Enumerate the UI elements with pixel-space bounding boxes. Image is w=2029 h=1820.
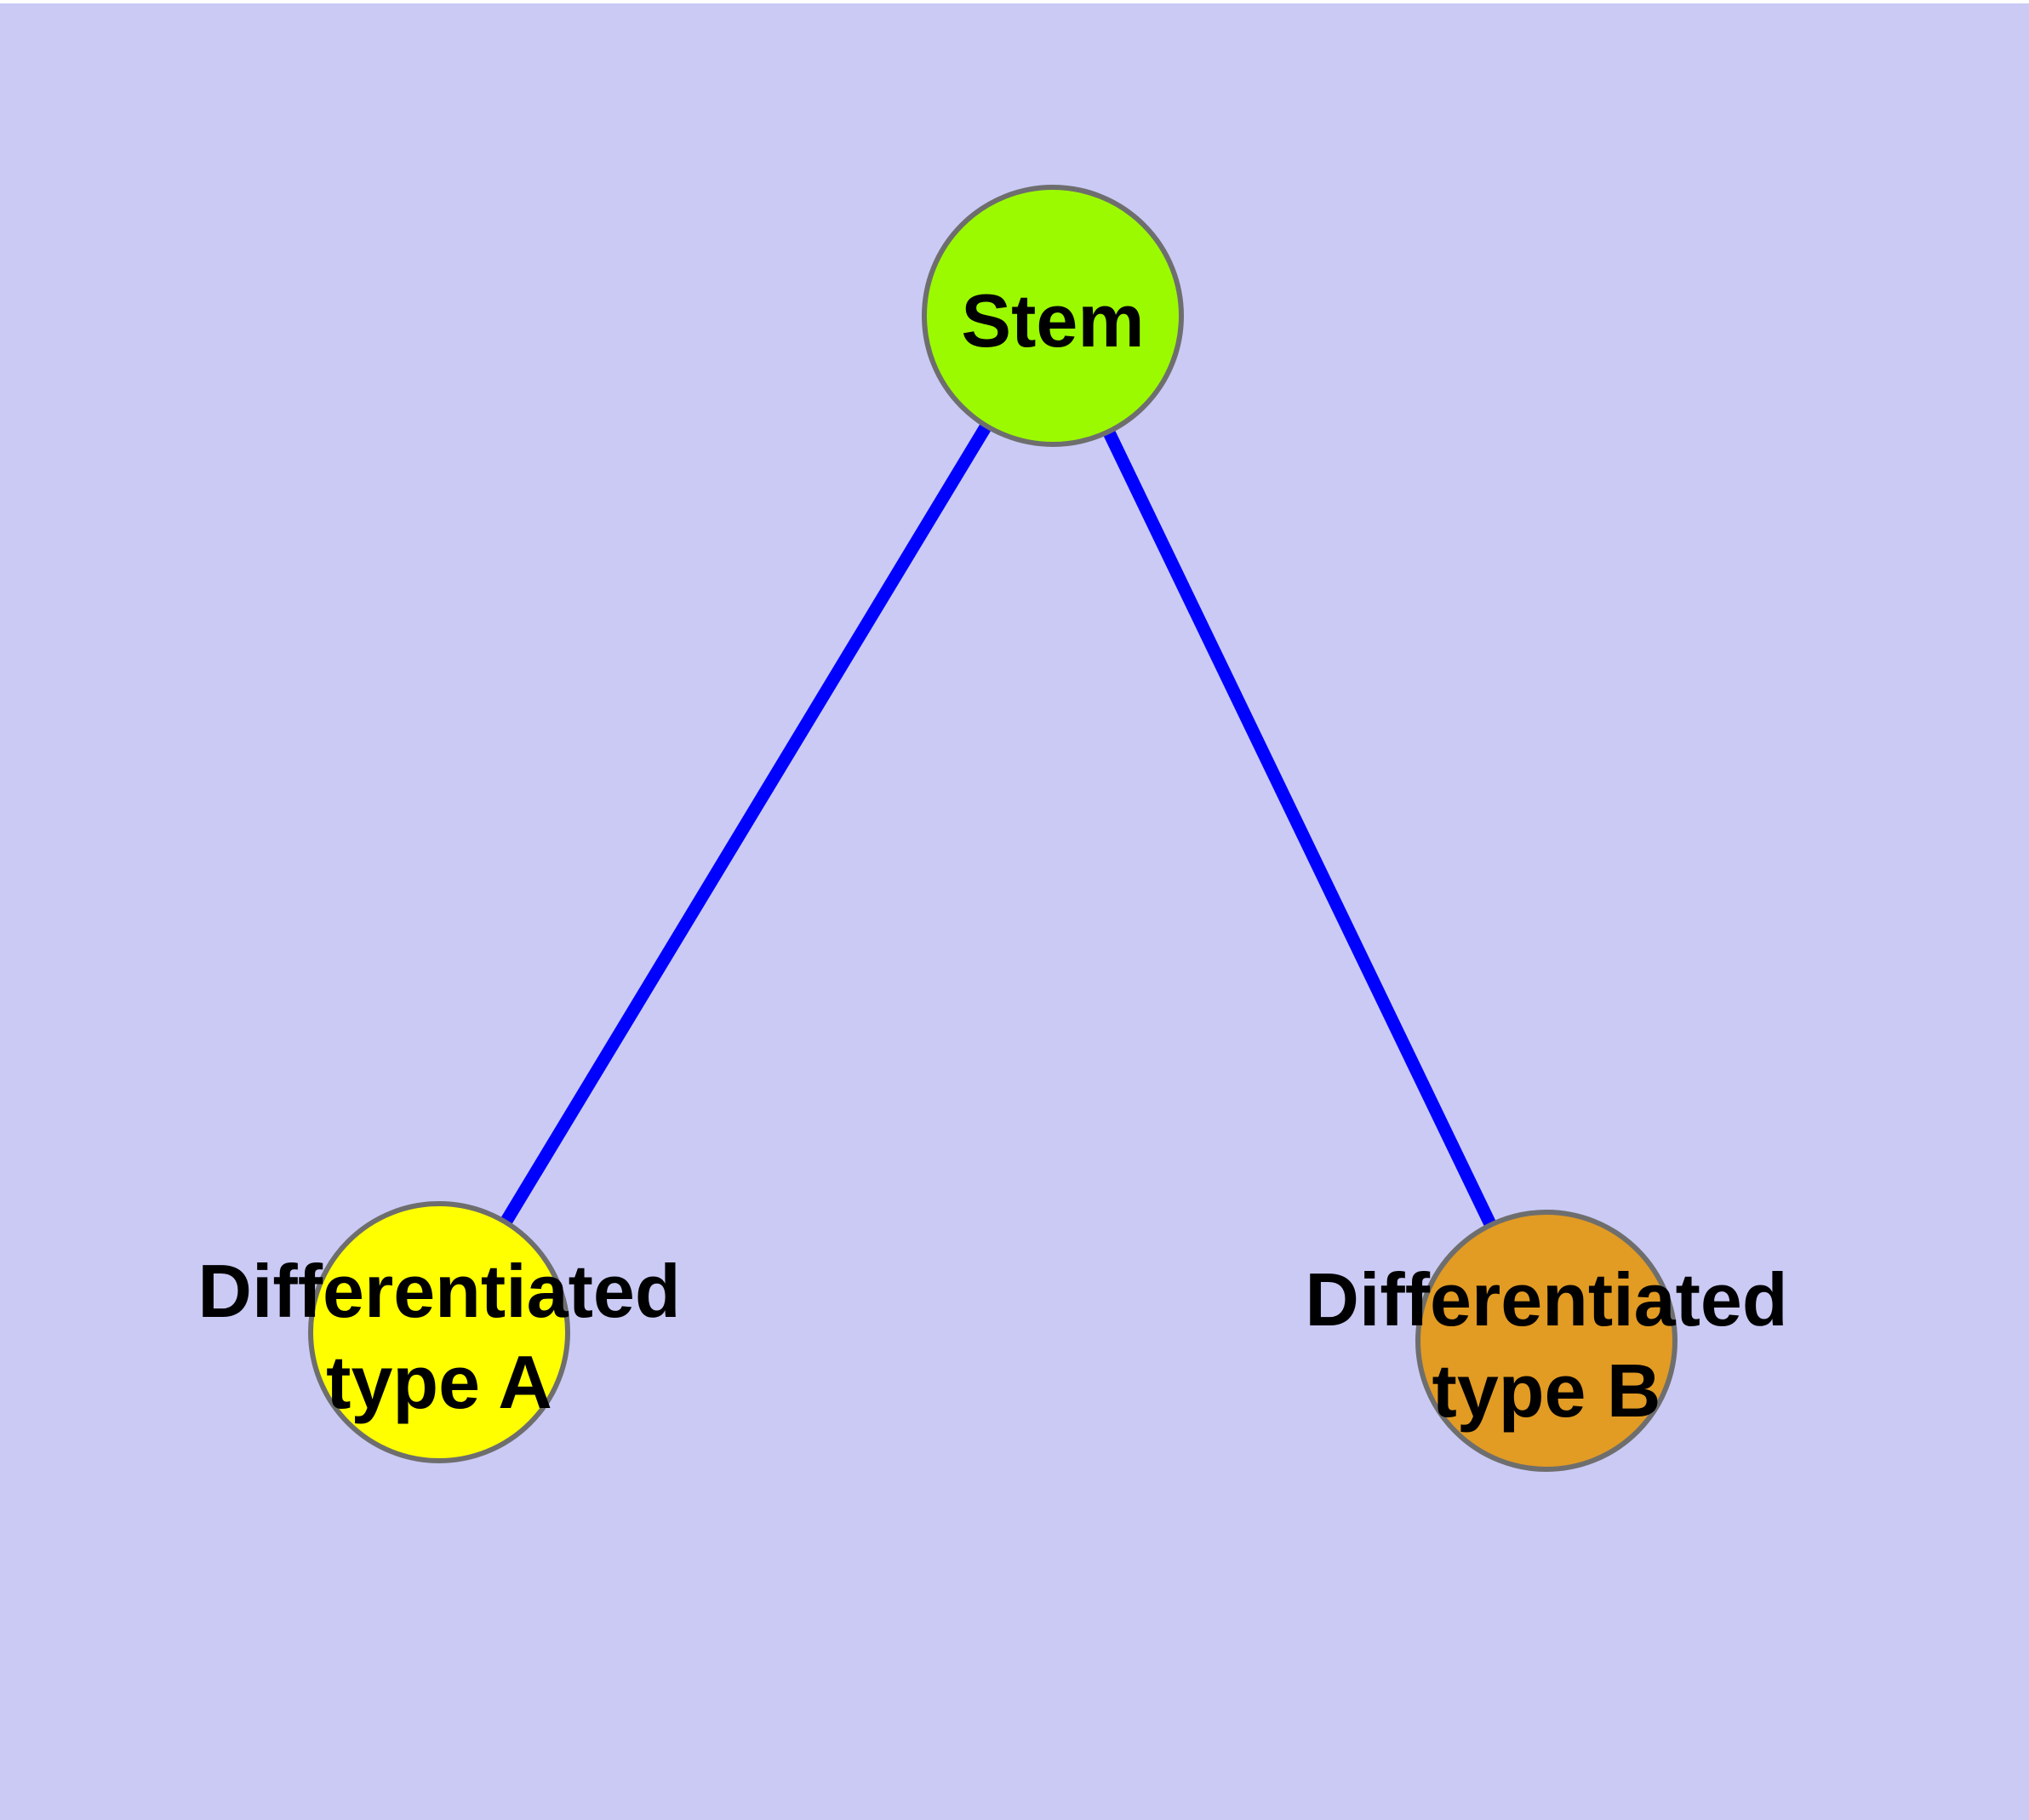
node-stem bbox=[922, 185, 1184, 447]
nodes-layer bbox=[308, 185, 1677, 1472]
edges-layer bbox=[433, 312, 1552, 1344]
edge-stem-to-differentiated-type-a bbox=[433, 312, 1059, 1336]
node-label-stem: Stem bbox=[961, 278, 1144, 363]
node-label-line: type A bbox=[326, 1340, 552, 1424]
node-label-line: Stem bbox=[961, 278, 1144, 363]
node-differentiated-type-b bbox=[1415, 1210, 1677, 1472]
node-label-line: Differentiated bbox=[1305, 1257, 1787, 1342]
edge-stem-to-differentiated-type-b bbox=[1047, 312, 1552, 1344]
node-label-line: type B bbox=[1432, 1348, 1661, 1433]
node-label-line: Differentiated bbox=[197, 1249, 680, 1333]
node-differentiated-type-a bbox=[308, 1201, 570, 1463]
